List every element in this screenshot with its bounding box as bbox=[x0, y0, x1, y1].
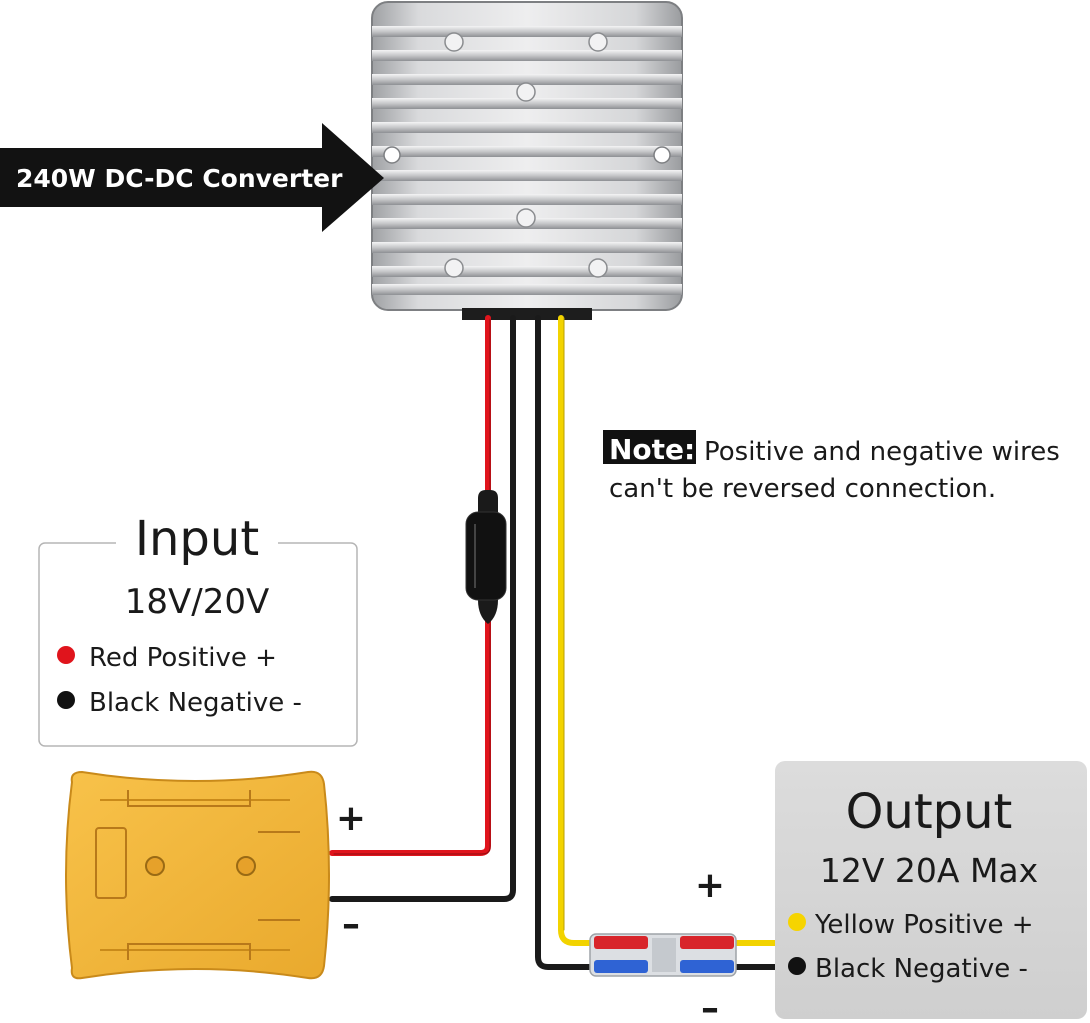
converter-heatsink bbox=[371, 1, 683, 320]
adapter-screw-left bbox=[145, 856, 165, 876]
input-black-wire bbox=[329, 315, 516, 902]
adapter-screw-right bbox=[236, 856, 256, 876]
wires bbox=[329, 315, 781, 970]
input-panel: Input 18V/20V Red Positive + Black Negat… bbox=[38, 511, 358, 747]
lever-connector bbox=[589, 933, 737, 977]
output-title: Output bbox=[846, 784, 1013, 840]
output-negative-label: Black Negative - bbox=[815, 954, 1028, 984]
output-yellow-wire bbox=[558, 315, 598, 946]
output-plus-symbol: + bbox=[695, 865, 725, 906]
output-positive-label: Yellow Positive + bbox=[814, 910, 1034, 940]
input-title: Input bbox=[135, 511, 259, 567]
note-line-2: can't be reversed connection. bbox=[609, 474, 996, 504]
input-voltage: 18V/20V bbox=[125, 582, 270, 622]
output-black-dot bbox=[788, 957, 806, 975]
converter-label-arrow: 240W DC-DC Converter bbox=[0, 123, 384, 232]
note-tag: Note: bbox=[609, 433, 695, 466]
input-negative-label: Black Negative - bbox=[89, 688, 302, 718]
output-rating: 12V 20A Max bbox=[820, 851, 1038, 890]
converter-label: 240W DC-DC Converter bbox=[16, 164, 343, 193]
battery-adapter bbox=[65, 770, 330, 980]
input-minus-symbol: – bbox=[342, 904, 360, 945]
output-yellow-dot bbox=[788, 913, 806, 931]
input-red-dot bbox=[57, 646, 75, 664]
inline-fuse-holder bbox=[465, 490, 507, 624]
output-minus-symbol: – bbox=[701, 988, 719, 1023]
note: Note: Positive and negative wires can't … bbox=[603, 430, 1060, 504]
cable-gland bbox=[462, 308, 592, 320]
input-positive-label: Red Positive + bbox=[89, 643, 277, 673]
note-line-1: Positive and negative wires bbox=[704, 437, 1060, 467]
input-black-dot bbox=[57, 691, 75, 709]
input-plus-symbol: + bbox=[336, 798, 366, 839]
mounting-holes bbox=[383, 146, 671, 164]
note-tag-background bbox=[603, 430, 696, 464]
output-panel: Output 12V 20A Max Yellow Positive + Bla… bbox=[775, 761, 1087, 1019]
input-red-wire bbox=[329, 315, 491, 856]
output-black-wire bbox=[535, 315, 598, 970]
heatsink-screws bbox=[444, 32, 608, 278]
